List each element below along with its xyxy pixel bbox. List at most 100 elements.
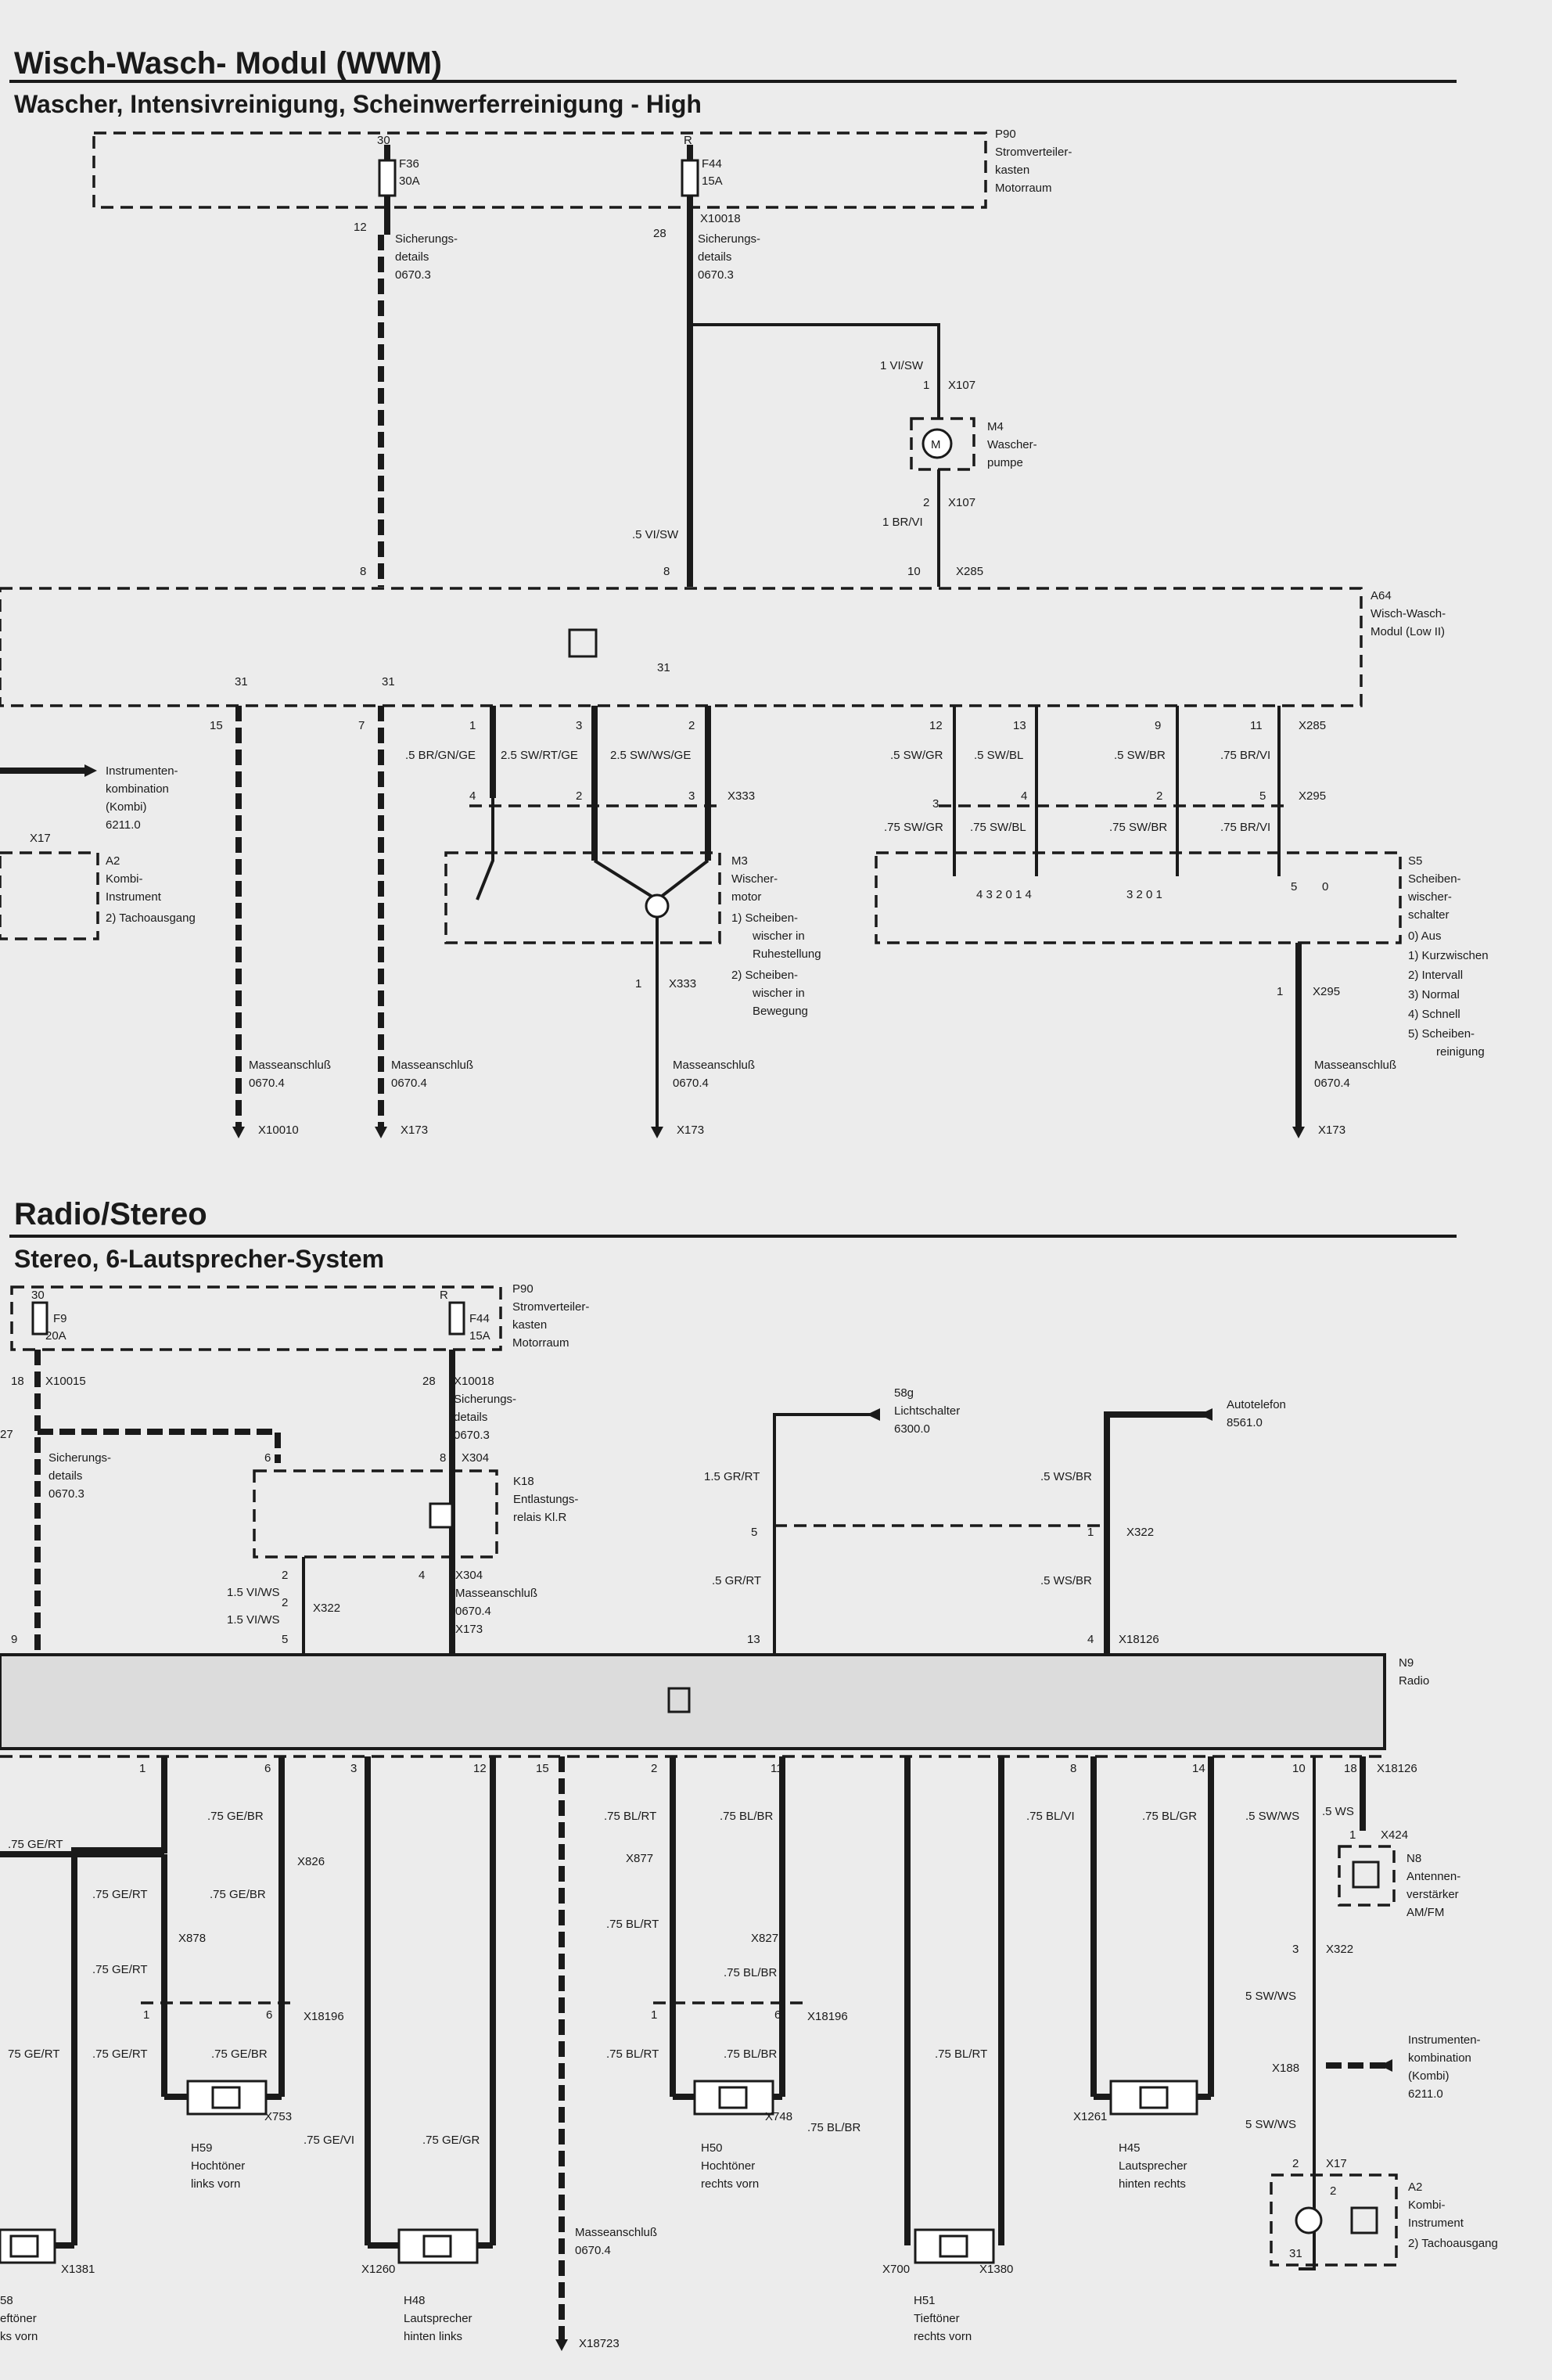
label-sicherung-1b: details [395,250,429,264]
wiper-switch-s5 [875,851,1402,944]
label-h48: H48 [404,2294,426,2307]
relay-coil [429,1502,454,1529]
section-subtitle-wwm: Wascher, Intensivreinigung, Scheinwerfer… [14,90,702,118]
connector-x107-b: X107 [948,496,975,509]
pin-r8: 8 [1070,1762,1076,1775]
label-swwsge: 2.5 SW/WS/GE [610,749,691,762]
pin-6-k18: 6 [264,1451,271,1465]
section-title-wwm: Wisch-Wasch- Modul (WWM) [14,46,442,81]
label-masse-4: Masseanschluß [1314,1059,1396,1072]
label-brgnge: .5 BR/GN/GE [405,749,476,762]
connector-x295-b: X295 [1313,985,1340,998]
label-s5-i: 4) Schnell [1408,1008,1460,1021]
pin-8-k18: 8 [440,1451,446,1465]
pin-r2: 2 [651,1762,657,1775]
label-brvi75: .75 BR/VI [1220,749,1270,762]
arrow-lichtschalter [867,1408,880,1421]
connector-x1261: X1261 [1073,2110,1107,2123]
pin-2-x322: 2 [282,1596,288,1609]
label-sicherung-2: Sicherungs- [698,232,760,246]
connector-x17-b: X17 [1326,2157,1347,2170]
label-gert-top: .75 GE/RT [8,1838,63,1851]
wire-to-pump [690,323,940,376]
label-kombi-r4: 6211.0 [1408,2087,1443,2101]
pin-13-radio: 13 [747,1633,760,1646]
connector-x285-b: X285 [1299,719,1326,732]
label-swbl75: .75 SW/BL [970,821,1026,834]
label-masse-radio: Masseanschluß [575,2226,657,2239]
label-n9-b: Radio [1399,1674,1429,1688]
label-h59-c: links vorn [191,2177,240,2191]
label-f44-b: F44 [469,1312,490,1325]
label-n8: N8 [1406,1852,1421,1865]
radio-n9 [0,1653,1386,1750]
label-swrtge: 2.5 SW/RT/GE [501,749,578,762]
label-a2-top: A2 [106,854,120,868]
pin-1-x424: 1 [1349,1828,1356,1842]
ground-31-d: 31 [1289,2247,1302,2260]
label-05-vi-sw: .5 VI/SW [632,528,679,541]
antenna-amp-n8 [1338,1845,1396,1907]
pin-r3: 3 [350,1762,357,1775]
label-a2-top-b: Kombi- [106,872,143,886]
connector-x322-c: X322 [1326,1943,1353,1956]
label-masse-3: Masseanschluß [673,1059,755,1072]
label-blbr-2: .75 BL/BR [724,1966,778,1979]
label-gert-3: .75 GE/RT [92,1963,148,1976]
connector-x10018-b: X10018 [454,1375,494,1388]
connector-x173-d: X173 [455,1623,483,1636]
pin-r12: 12 [473,1762,487,1775]
label-a64-c: Modul (Low II) [1371,625,1445,638]
label-blgr: .75 BL/GR [1142,1810,1197,1823]
wire-swws [1299,1756,1316,2270]
ground-x173-b [651,1127,663,1138]
instrument-a2-bottom [1270,2173,1398,2267]
m3-wire-2 [656,859,710,901]
pin-2-x295: 2 [1156,789,1162,803]
label-blbr-4: .75 BL/BR [807,2121,861,2134]
pin-r: R [684,134,692,147]
label-m4-b: Wascher- [987,438,1037,451]
arrow-kombi-r [1380,2059,1392,2072]
pin-1-x333b: 1 [635,977,641,990]
s5-contacts-b: 3 2 0 1 [1126,888,1162,901]
ground-31-a: 31 [235,675,248,688]
label-h51: H51 [914,2294,936,2307]
wire-tieftoner-l [71,1756,167,2245]
label-h59: H59 [191,2141,213,2155]
label-f44-amp: 15A [702,174,723,188]
label-h58-b: eftöner [0,2312,37,2325]
label-m3: M3 [731,854,748,868]
pin-1-a64: 1 [469,719,476,732]
label-blrt-4: .75 BL/RT [935,2047,987,2061]
label-swws-3: 5 SW/WS [1245,2118,1296,2131]
radio-icon [667,1687,691,1713]
pin-1-x295b: 1 [1277,985,1283,998]
pin-30: 30 [377,134,390,147]
label-h50: H50 [701,2141,723,2155]
label-swgr75: .75 SW/GR [884,821,943,834]
pin-27: 27 [0,1428,13,1441]
label-m3-g: 2) Scheiben- [731,969,798,982]
label-f44: F44 [702,157,722,171]
label-m3-i: Bewegung [753,1005,808,1018]
label-sd-r1: Sicherungs- [454,1393,516,1406]
label-s5-b: Scheiben- [1408,872,1461,886]
connector-x333-b: X333 [669,977,696,990]
connector-x18126-b: X18126 [1377,1762,1417,1775]
pin-10: 10 [907,565,921,578]
connector-x285-a: X285 [956,565,983,578]
connector-x826: X826 [297,1855,325,1868]
connector-x1381: X1381 [61,2263,95,2276]
pin-2-x17b: 2 [1292,2157,1299,2170]
connector-x877: X877 [626,1852,653,1865]
label-h58-c: ks vorn [0,2330,38,2343]
label-f9: F9 [53,1312,67,1325]
label-lich-1: 58g [894,1386,914,1400]
label-a2-bottom-b: Kombi- [1408,2198,1446,2212]
pin-4-radio: 4 [1087,1633,1094,1646]
section-subtitle-radio: Stereo, 6-Lautsprecher-System [14,1245,384,1273]
speaker-h59 [186,2080,268,2116]
ground-x173-a [375,1127,387,1138]
